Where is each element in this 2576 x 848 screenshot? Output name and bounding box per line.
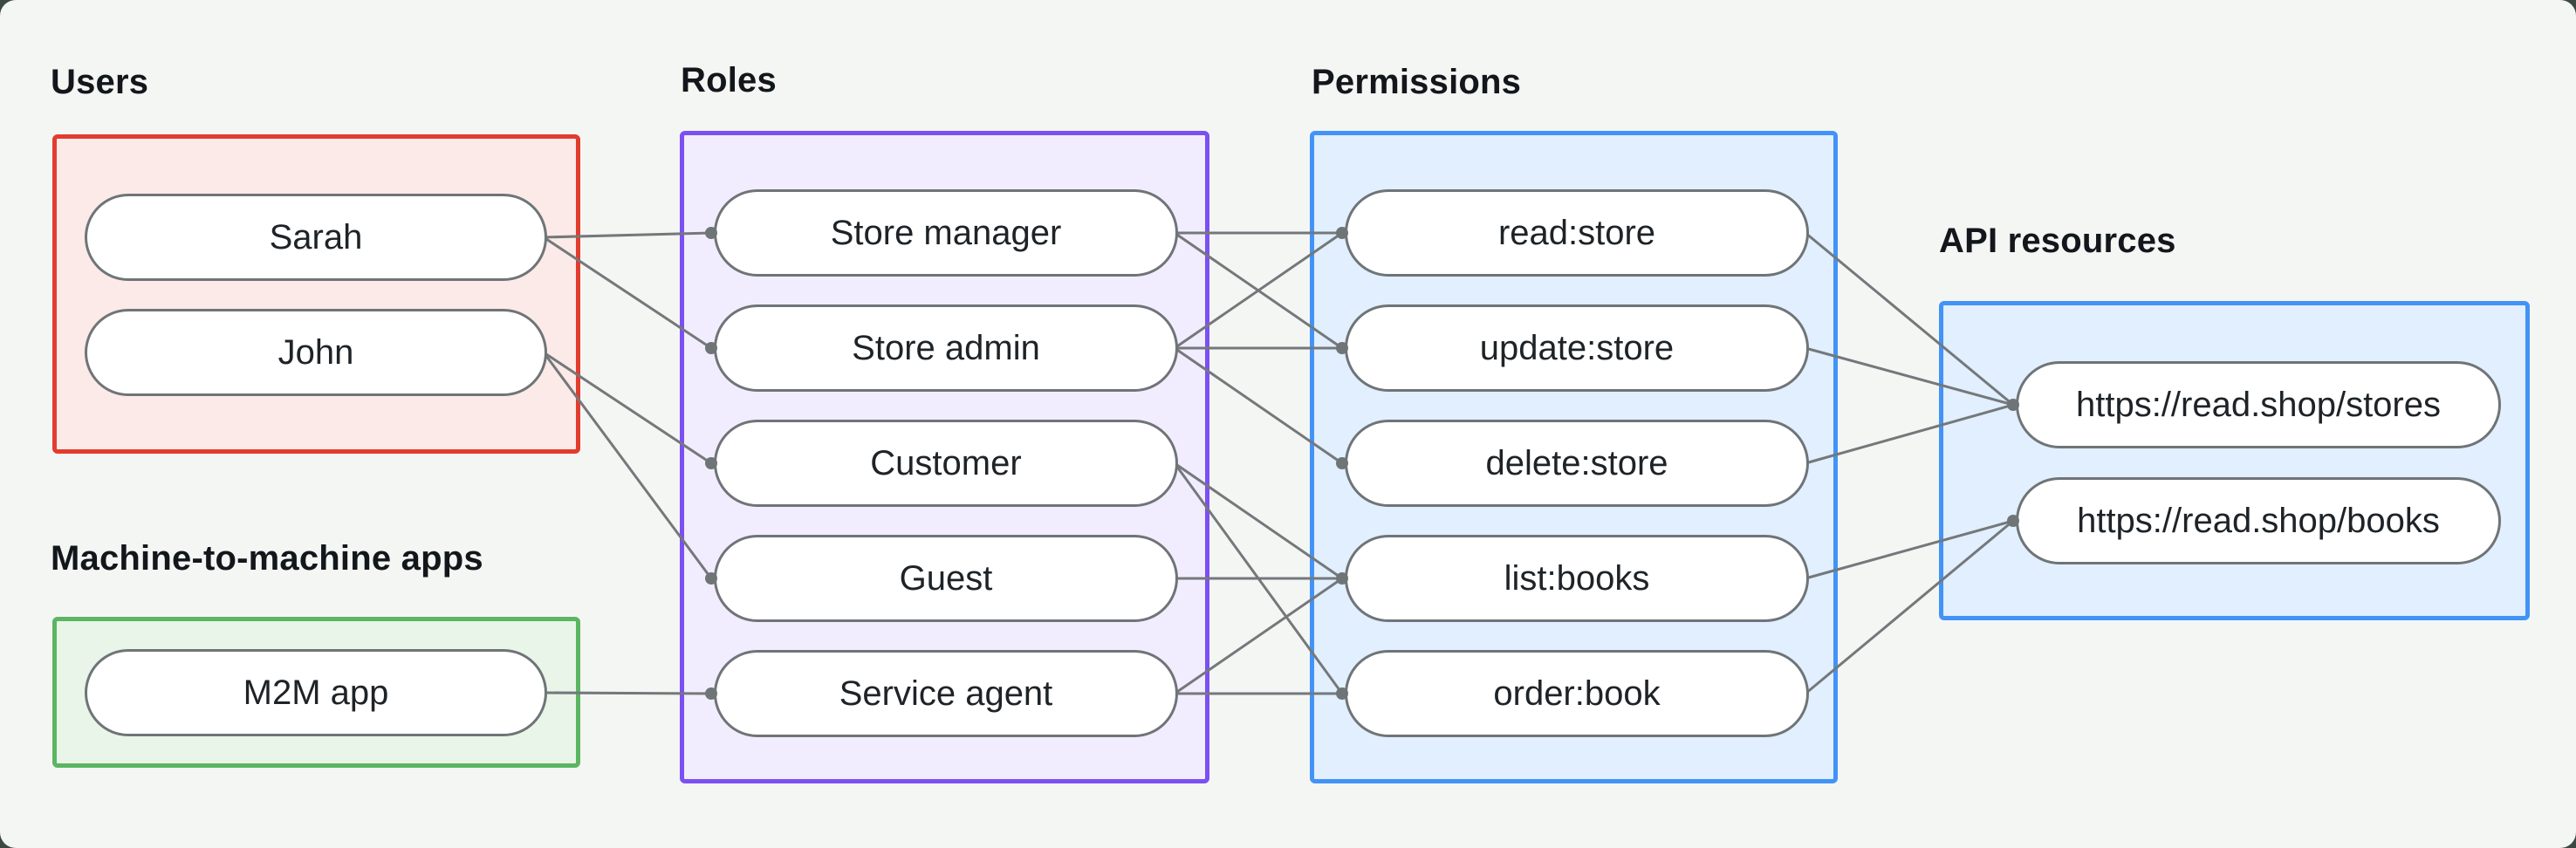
update-store-node-pill: update:store — [1345, 304, 1809, 392]
users-group-box — [52, 134, 580, 454]
stores-api-node-pill: https://read.shop/stores — [2016, 361, 2501, 448]
guest-node-pill: Guest — [714, 535, 1178, 622]
read-store-node-pill: read:store — [1345, 189, 1809, 277]
order-book-node-pill: order:book — [1345, 650, 1809, 737]
roles-label: Roles — [681, 61, 777, 99]
m2m-app-node-pill: M2M app — [85, 649, 547, 736]
customer-node-pill: Customer — [714, 420, 1178, 507]
sarah-node-pill: Sarah — [85, 194, 547, 281]
api-resources-label: API resources — [1939, 222, 2176, 260]
john-node-pill: John — [85, 309, 547, 396]
store-manager-node-pill: Store manager — [714, 189, 1178, 277]
list-books-node-pill: list:books — [1345, 535, 1809, 622]
users-label: Users — [51, 63, 149, 101]
m2m-apps-label: Machine-to-machine apps — [51, 539, 483, 578]
permissions-label: Permissions — [1312, 63, 1522, 101]
service-agent-node-pill: Service agent — [714, 650, 1178, 737]
